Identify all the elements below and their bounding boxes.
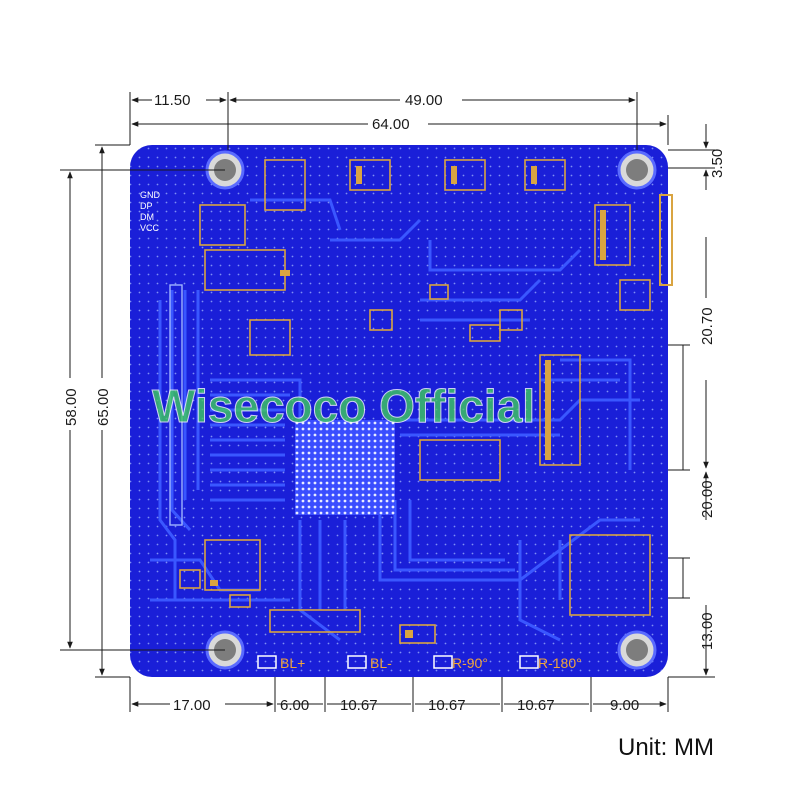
pcb-pads bbox=[210, 166, 606, 638]
dim-bottom-9-00: 9.00 bbox=[610, 697, 639, 714]
dim-bottom-17-00: 17.00 bbox=[173, 697, 211, 714]
mounting-hole bbox=[617, 150, 657, 190]
dim-top-11-50: 11.50 bbox=[154, 92, 190, 109]
usb-pin-label: GND bbox=[140, 190, 161, 200]
right-edge-connector bbox=[659, 194, 673, 286]
pcb-board: GND DP DM VCC BL+ BL- R-90° R-180° Wisec… bbox=[130, 145, 673, 677]
usb-pin-label: DP bbox=[140, 201, 153, 211]
pad-label-bl-minus: BL- bbox=[370, 655, 392, 671]
watermark-text: Wisecoco Official bbox=[152, 380, 535, 432]
unit-label: Unit: MM bbox=[618, 734, 714, 761]
dim-top-64-00: 64.00 bbox=[372, 116, 410, 133]
pad-label-r90: R-90° bbox=[452, 655, 488, 671]
dim-left-65-00: 65.00 bbox=[95, 388, 112, 426]
usb-pin-label: VCC bbox=[140, 223, 160, 233]
dimension-lines bbox=[60, 92, 715, 712]
pad-label-r180: R-180° bbox=[538, 655, 582, 671]
usb-pin-label: DM bbox=[140, 212, 154, 222]
dim-right-20-00: 20.00 bbox=[699, 480, 716, 518]
pad-label-bl-plus: BL+ bbox=[280, 655, 305, 671]
dim-bottom-10-67: 10.67 bbox=[340, 697, 378, 714]
lvds-connector bbox=[169, 284, 183, 526]
dim-top-49-00: 49.00 bbox=[405, 92, 443, 109]
dim-right-13-00: 13.00 bbox=[699, 612, 716, 650]
pcb-traces bbox=[150, 198, 640, 642]
dim-bottom-10-67: 10.67 bbox=[428, 697, 466, 714]
bottom-button-pads: BL+ BL- R-90° R-180° bbox=[257, 655, 582, 671]
usb-pin-labels: GND DP DM VCC bbox=[140, 190, 161, 233]
dim-right-20-70: 20.70 bbox=[699, 307, 716, 345]
dim-bottom-6-00: 6.00 bbox=[280, 697, 309, 714]
dimension-labels: 11.50 49.00 64.00 58.00 65.00 3.50 20.70… bbox=[63, 92, 726, 714]
dim-left-58-00: 58.00 bbox=[63, 388, 80, 426]
dim-right-3-50: 3.50 bbox=[709, 149, 726, 178]
dim-bottom-10-67: 10.67 bbox=[517, 697, 555, 714]
mounting-hole bbox=[617, 630, 657, 670]
